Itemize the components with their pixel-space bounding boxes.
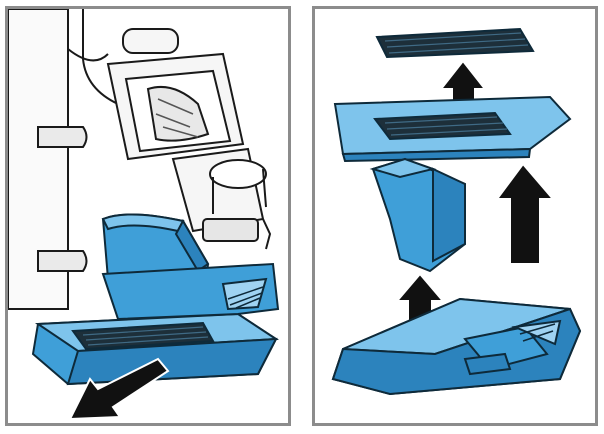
remove-drip-tray-illustration (8, 9, 280, 421)
drip-tray-base (331, 297, 582, 396)
lift-cover-arrow (495, 162, 556, 265)
side-clip (37, 126, 88, 272)
disassemble-tray-illustration (331, 27, 582, 396)
tray-cover (333, 95, 572, 163)
panel-disassemble-tray (312, 6, 598, 426)
top-grate (375, 27, 535, 59)
pull-out-arrow (68, 357, 170, 421)
grounds-container (369, 157, 466, 273)
machine-housing (8, 9, 119, 310)
panel-remove-drip-tray (5, 6, 291, 426)
drip-grate (71, 321, 215, 351)
brew-unit (106, 28, 272, 250)
